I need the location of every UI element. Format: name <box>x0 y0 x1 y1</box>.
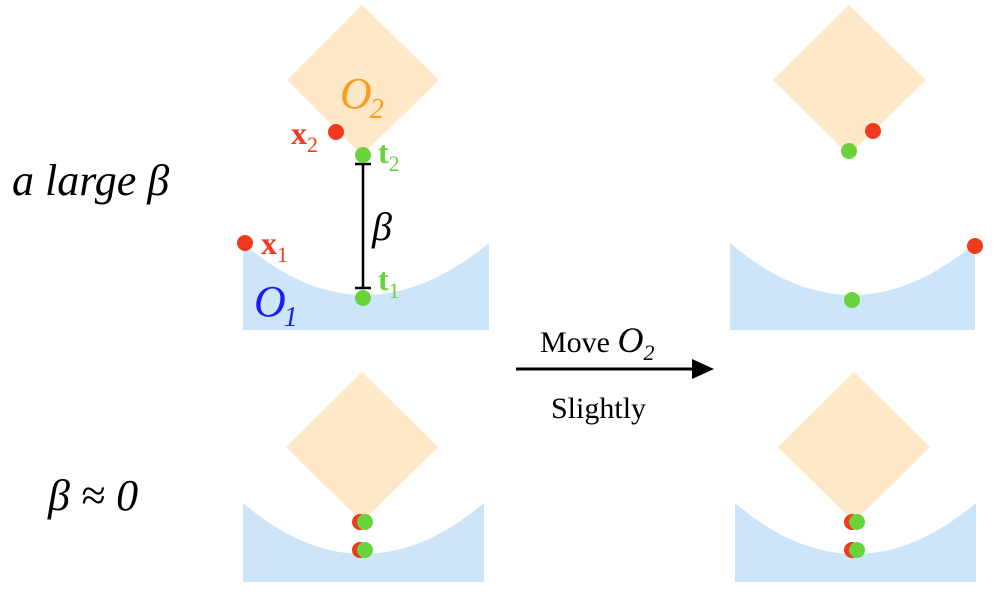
bowl-O1-bottom-left <box>243 503 484 582</box>
panel-bottom-left <box>243 372 484 582</box>
label-t1: t1 <box>378 261 400 303</box>
point-t2-moved <box>841 143 857 159</box>
point-t2-bottom-right <box>849 514 865 530</box>
point-t1-bottom-right <box>849 542 865 558</box>
bowl-O1 <box>243 243 489 330</box>
arrow-label-top: Move O2 <box>540 320 655 365</box>
diamond-O2-bottom-left <box>286 372 438 522</box>
label-beta: β <box>371 204 392 249</box>
label-O2: O2 <box>340 69 384 125</box>
row-label-top: a large β <box>12 156 169 205</box>
diamond-O2 <box>287 5 439 155</box>
point-t1 <box>355 290 371 306</box>
label-O1: O1 <box>254 277 298 333</box>
label-x1: x1 <box>261 225 288 267</box>
point-t2-bottom-left <box>357 514 373 530</box>
label-t2: t2 <box>378 134 400 176</box>
point-x2-moved <box>865 123 881 139</box>
panel-top-right <box>730 5 983 330</box>
label-x2: x2 <box>291 115 318 157</box>
point-x2 <box>328 124 344 140</box>
point-x1 <box>237 235 253 251</box>
arrow-head <box>692 359 714 379</box>
move-arrow: Move O2 Slightly <box>516 320 714 425</box>
arrow-label-bottom: Slightly <box>551 392 646 425</box>
row-label-bottom: β ≈ 0 <box>47 471 138 520</box>
point-t1-moved <box>844 292 860 308</box>
point-x1-moved <box>967 238 983 254</box>
point-t1-bottom-left <box>357 542 373 558</box>
point-t2 <box>355 147 371 163</box>
bowl-O1-bottom-right <box>735 503 976 582</box>
diamond-O2-moved <box>773 5 926 155</box>
panel-top-left: O2 O1 x2 x1 t2 t1 β <box>237 5 489 333</box>
bowl-O1-right <box>730 243 975 330</box>
diamond-O2-bottom-right <box>778 372 930 522</box>
panel-bottom-right <box>735 372 976 582</box>
